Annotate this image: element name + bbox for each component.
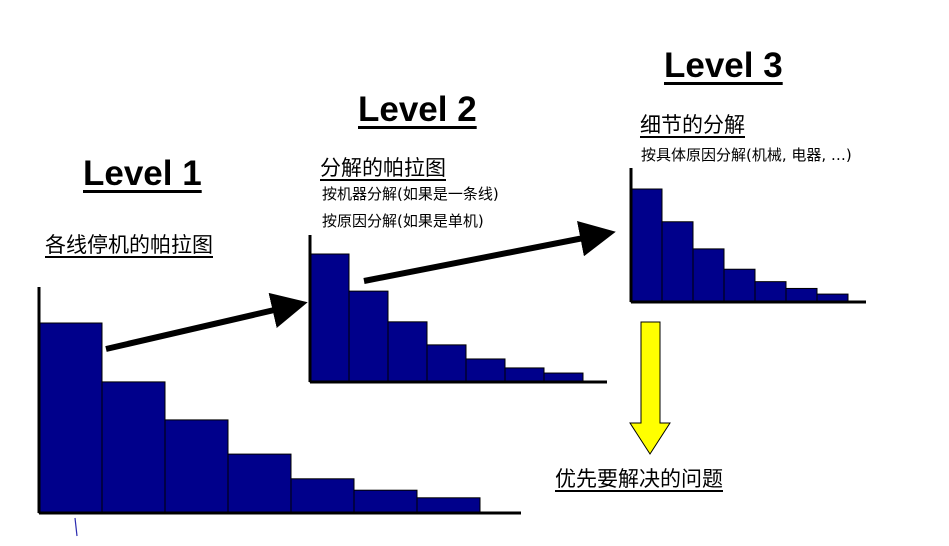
level-1-bar-2 bbox=[101, 381, 166, 514]
level-3-note-detail: 按具体原因分解(机械, 电器, …) bbox=[641, 146, 852, 164]
level-2-bar-5 bbox=[465, 358, 506, 383]
stray-mark bbox=[74, 517, 78, 537]
level-2-title: Level 2 bbox=[358, 90, 477, 129]
level-1-bar-5 bbox=[290, 478, 355, 514]
yellow-down-arrow bbox=[629, 321, 671, 455]
level-3-bar-3 bbox=[692, 248, 725, 303]
level-1-bar-6 bbox=[353, 489, 418, 514]
priority-problem-label: 优先要解决的问题 bbox=[555, 467, 723, 491]
level-1-bar-3 bbox=[164, 419, 229, 514]
level-1-bar-7 bbox=[416, 497, 481, 514]
level-2-bar-6 bbox=[504, 367, 545, 383]
level-3-subtitle: 细节的分解 bbox=[640, 113, 745, 137]
level-3-bar-6 bbox=[785, 287, 818, 303]
level-1-pareto-chart bbox=[37, 287, 521, 515]
level-3-bar-4 bbox=[723, 268, 756, 303]
level-3-bar-1 bbox=[630, 188, 663, 303]
level-1-bar-4 bbox=[227, 453, 292, 514]
arrow-level2-to-level3 bbox=[363, 220, 616, 284]
level-3-pareto-chart bbox=[629, 168, 866, 304]
level-2-bar-2 bbox=[348, 290, 389, 383]
level-1-bar-1 bbox=[38, 322, 103, 514]
level-1-subtitle: 各线停机的帕拉图 bbox=[45, 233, 213, 257]
level-3-title: Level 3 bbox=[664, 46, 783, 85]
level-2-bar-3 bbox=[387, 321, 428, 383]
level-1-title: Level 1 bbox=[83, 154, 202, 193]
level-3-bar-5 bbox=[754, 281, 787, 303]
level-2-note-machine: 按机器分解(如果是一条线) bbox=[322, 185, 499, 203]
level-2-note-cause: 按原因分解(如果是单机) bbox=[322, 212, 484, 230]
level-3-bar-2 bbox=[661, 221, 694, 303]
level-2-bar-1 bbox=[309, 253, 350, 383]
level-2-bar-4 bbox=[426, 344, 467, 383]
level-2-subtitle: 分解的帕拉图 bbox=[320, 156, 446, 180]
arrow-level1-to-level2 bbox=[105, 292, 308, 352]
level-2-pareto-chart bbox=[308, 235, 607, 384]
